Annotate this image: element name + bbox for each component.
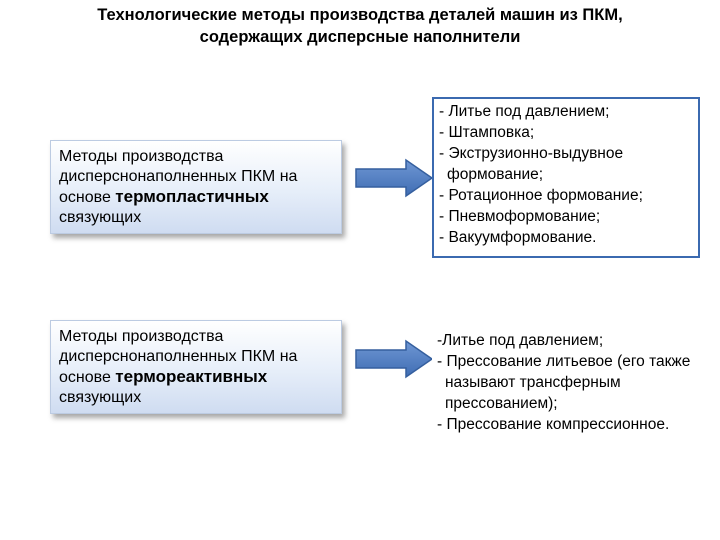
page-title: Технологические методы производства дета…: [0, 4, 720, 48]
method-text-bold: термореактивных: [115, 367, 268, 386]
method-text-prefix: Методы производства дисперснонаполненных…: [59, 148, 298, 206]
title-line-2: содержащих дисперсные наполнители: [199, 28, 521, 46]
methods-list-thermoplastic: - Литье под давлением; - Штамповка; - Эк…: [432, 97, 700, 258]
list-item: - Прессование литьевое (его также называ…: [437, 353, 691, 412]
right-arrow-icon: [355, 339, 434, 379]
methods-list-thermoset: -Литье под давлением; - Прессование лить…: [432, 328, 700, 462]
method-text-suffix: связующих: [59, 389, 142, 406]
method-text-bold: термопластичных: [115, 187, 269, 206]
method-box-thermoplastic: Методы производства дисперснонаполненных…: [50, 140, 342, 234]
list-item: - Экструзионно-выдувное формование;: [439, 145, 624, 183]
list-item: - Вакуумформование.: [439, 229, 597, 246]
list-item: - Литье под давлением;: [439, 103, 610, 120]
method-text-prefix: Методы производства дисперснонаполненных…: [59, 328, 298, 386]
right-arrow-icon: [355, 158, 434, 198]
method-box-thermoset: Методы производства дисперснонаполненных…: [50, 320, 342, 414]
method-text-suffix: связующих: [59, 209, 142, 226]
list-item: - Прессование компрессионное.: [437, 416, 670, 433]
title-line-1: Технологические методы производства дета…: [97, 6, 623, 24]
list-item: - Ротационное формование;: [439, 187, 643, 204]
list-item: -Литье под давлением;: [437, 332, 604, 349]
list-item: - Пневмоформование;: [439, 208, 601, 225]
list-item: - Штамповка;: [439, 124, 535, 141]
